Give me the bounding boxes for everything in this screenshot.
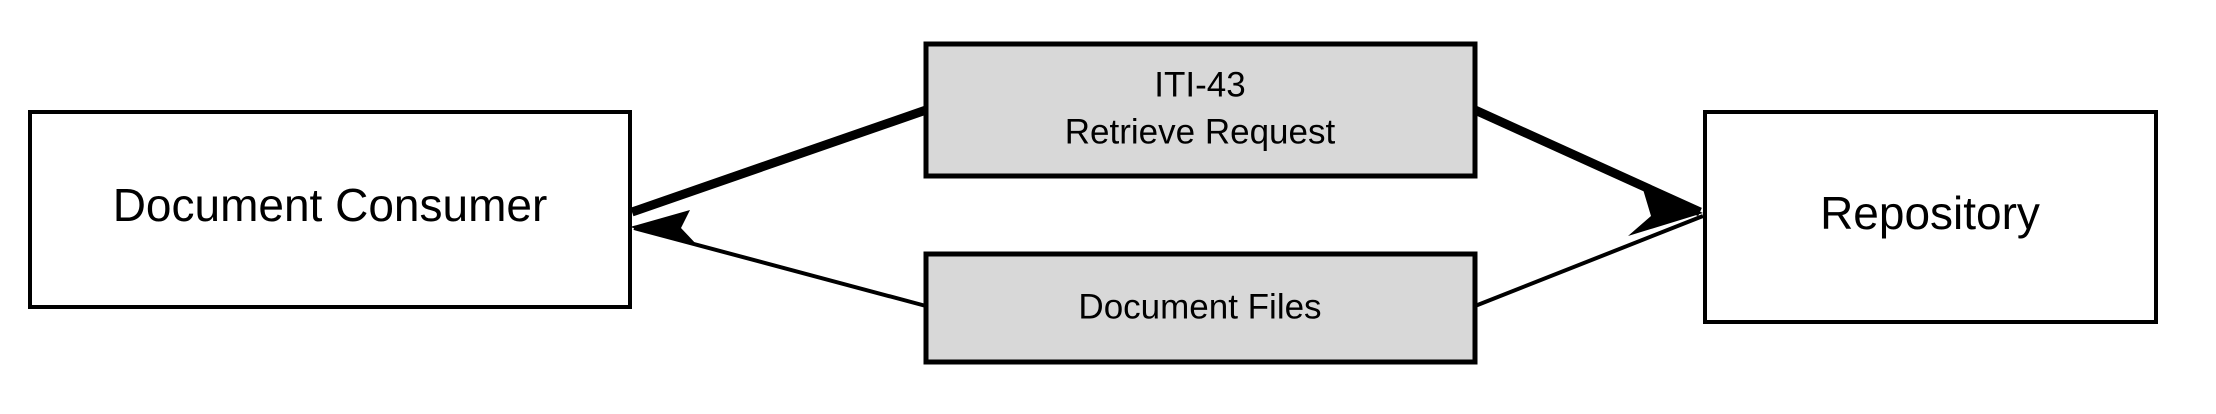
message-retrieve-request-box[interactable]: [923, 41, 1478, 179]
message-retrieve-request[interactable]: ITI-43 Retrieve Request: [923, 41, 1478, 179]
actor-repository-box[interactable]: [1703, 110, 2158, 324]
request-flow-left-segment: [630, 105, 928, 217]
response-flow-arrowhead-icon: [630, 210, 698, 246]
message-document-files[interactable]: Document Files: [923, 251, 1478, 365]
request-flow: [630, 105, 1703, 236]
response-flow-right-segment: [1474, 214, 1704, 308]
request-flow-right-segment: [1473, 105, 1702, 217]
request-flow-arrowhead-icon: [1628, 186, 1703, 236]
actor-repository-label: Repository: [1820, 187, 2040, 239]
message-document-files-name: Document Files: [1078, 287, 1321, 326]
message-document-files-box[interactable]: [923, 251, 1478, 365]
message-retrieve-request-transaction-id: ITI-43: [1154, 65, 1245, 104]
actor-document-consumer-label: Document Consumer: [113, 179, 548, 231]
actor-document-consumer-box[interactable]: [28, 110, 632, 309]
actor-document-consumer[interactable]: Document Consumer: [28, 110, 632, 309]
message-retrieve-request-name: Retrieve Request: [1065, 112, 1336, 151]
response-flow: [630, 210, 1704, 308]
actor-repository[interactable]: Repository: [1703, 110, 2158, 324]
